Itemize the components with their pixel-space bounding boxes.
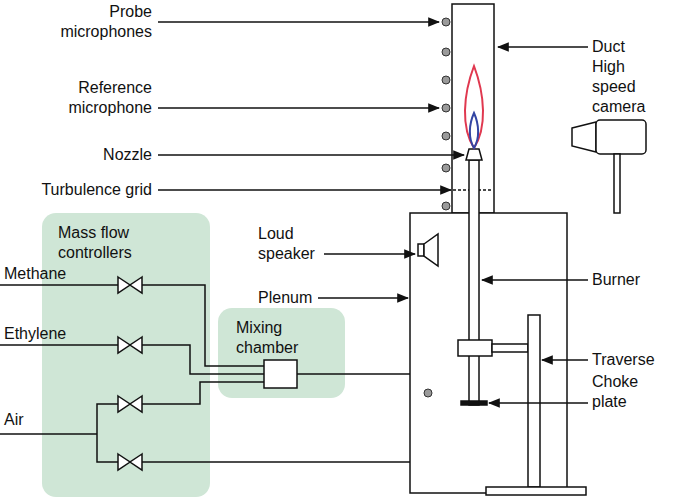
methane-line xyxy=(142,285,210,366)
part-label: Probe microphones xyxy=(42,2,152,42)
air-line xyxy=(0,433,97,435)
gas-line xyxy=(210,365,218,367)
nozzle xyxy=(466,149,482,160)
traverse-clamp xyxy=(458,340,492,356)
mixing-box xyxy=(264,360,297,388)
leader-arrows xyxy=(158,22,588,403)
flame-inner xyxy=(470,113,478,148)
air-line xyxy=(97,404,118,462)
ethylene-line xyxy=(142,345,210,374)
camera-body xyxy=(596,120,646,154)
valve-symbols xyxy=(118,277,142,470)
part-label: Turbulence grid xyxy=(22,180,152,200)
part-label: Loud speaker xyxy=(258,224,328,264)
air-line xyxy=(218,381,264,383)
band-grounds xyxy=(42,213,345,497)
choke-plate xyxy=(461,401,487,405)
part-label: Plenum xyxy=(258,288,318,308)
part-label: High speed camera xyxy=(592,57,652,117)
air-line xyxy=(142,382,210,404)
burner-tube xyxy=(469,160,479,405)
part-label: Air xyxy=(4,410,64,430)
band-title: Mixing chamber xyxy=(236,318,326,358)
ethylene-line xyxy=(218,373,264,375)
methane-line xyxy=(0,284,118,286)
speaker-cone xyxy=(424,234,438,266)
traverse-post xyxy=(528,315,540,487)
part-label: Ethylene xyxy=(4,324,94,344)
camera-lens xyxy=(572,122,596,152)
gas-line xyxy=(210,373,218,375)
part-label: Reference microphone xyxy=(42,78,152,118)
part-label: Traverse xyxy=(592,350,682,370)
part-label: Methane xyxy=(4,264,94,284)
camera-stand xyxy=(614,154,620,213)
apparatus xyxy=(0,4,646,495)
part-label: Nozzle xyxy=(42,145,152,165)
plenum xyxy=(410,213,567,493)
group-band: Mass flow controllers xyxy=(42,213,210,497)
microphones xyxy=(424,18,450,397)
speaker xyxy=(418,244,424,256)
flame-outer xyxy=(465,66,483,148)
gas-line xyxy=(210,381,218,383)
traverse-arm xyxy=(492,344,528,352)
band-ground xyxy=(42,213,210,497)
methane-line xyxy=(218,365,264,367)
group-band: Mixing chamber xyxy=(218,308,345,398)
air-line xyxy=(142,461,410,463)
band-title: Mass flow controllers xyxy=(58,223,188,263)
part-label: Duct xyxy=(592,37,682,57)
band-ground xyxy=(218,308,345,398)
traverse-base xyxy=(486,487,586,495)
part-label: Choke plate xyxy=(592,372,647,412)
part-label: Burner xyxy=(592,270,682,290)
ethylene-line xyxy=(0,344,118,346)
